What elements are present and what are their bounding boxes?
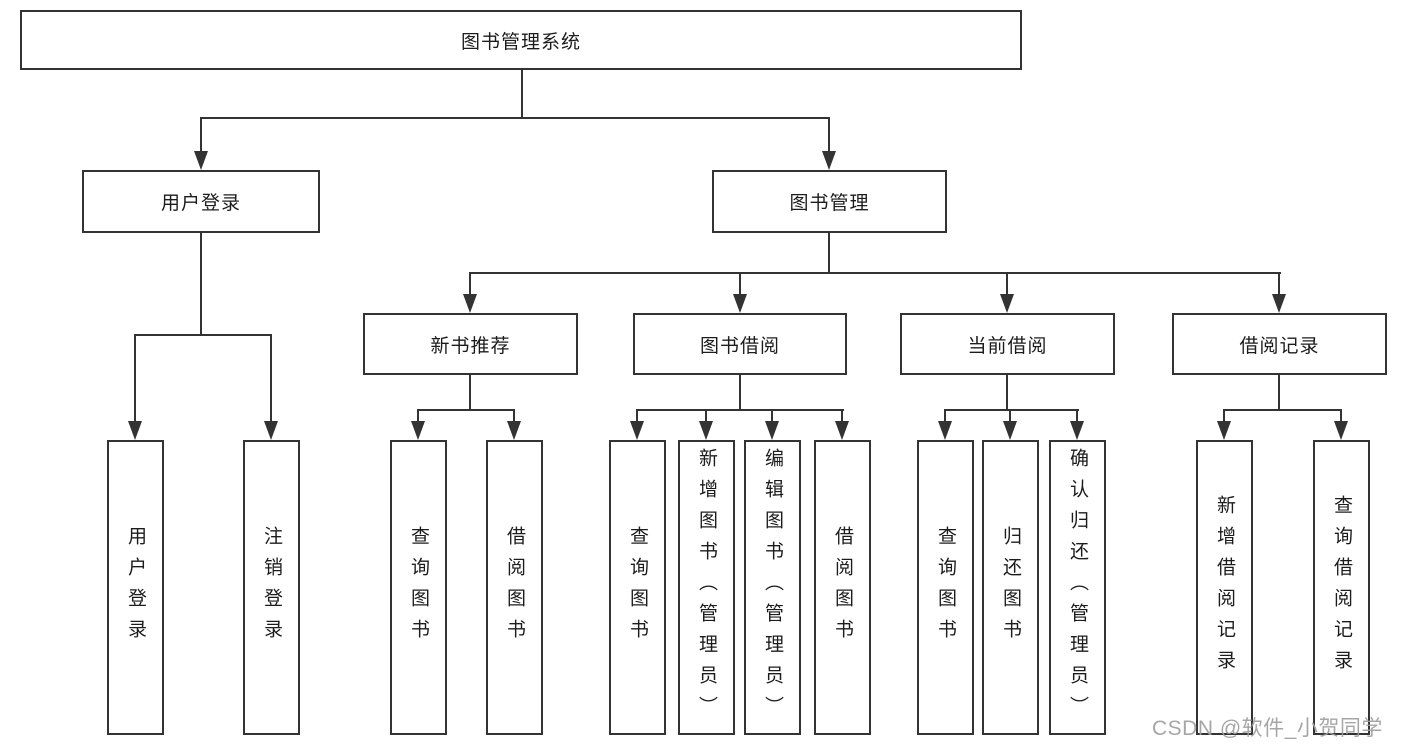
node-label: 借阅记录 [1239, 335, 1320, 357]
leaf-label: 确认归还（管理员） [1067, 448, 1088, 727]
csdn-watermark: CSDN @软件_小贺同学 [1152, 717, 1383, 740]
leaf-add-borrow-record: 新增借阅记录 [1196, 440, 1253, 735]
arrow-down-icon [194, 151, 208, 170]
node-book-management: 图书管理 [712, 170, 947, 233]
connector-line [1278, 272, 1280, 296]
connector-line [828, 117, 830, 153]
node-label: 图书管理系统 [460, 31, 581, 53]
leaf-label: 借阅图书 [504, 525, 525, 650]
arrow-down-icon [765, 421, 779, 440]
connector-line [270, 334, 272, 424]
leaf-label: 归还图书 [1000, 525, 1021, 650]
connector-line [417, 409, 515, 411]
node-book-borrowing: 图书借阅 [633, 313, 847, 375]
connector-line [469, 272, 1281, 274]
connector-line [1076, 409, 1078, 423]
arrow-down-icon [1003, 421, 1017, 440]
connector-line [134, 334, 272, 336]
node-label: 图书借阅 [699, 335, 780, 357]
connector-line [1223, 409, 1342, 411]
node-label: 用户登录 [160, 193, 241, 214]
connector-line [200, 117, 202, 153]
node-label: 新书推荐 [430, 335, 511, 357]
leaf-edit-book-admin: 编辑图书（管理员） [744, 440, 801, 735]
arrow-down-icon [822, 151, 836, 170]
arrow-down-icon [733, 294, 747, 313]
leaf-label: 查询图书 [627, 525, 648, 650]
arrow-down-icon [411, 421, 425, 440]
node-borrowing-records: 借阅记录 [1172, 313, 1387, 375]
arrow-down-icon [835, 421, 849, 440]
leaf-borrowing-query-books: 查询图书 [609, 440, 666, 735]
connector-line [513, 409, 515, 423]
leaf-logout: 注销登录 [243, 440, 300, 735]
node-label: 图书管理 [789, 193, 870, 214]
arrow-down-icon [938, 421, 952, 440]
connector-line [200, 117, 830, 119]
connector-line [828, 231, 830, 274]
connector-line [705, 409, 707, 423]
leaf-label: 查询图书 [935, 525, 956, 650]
connector-line [1009, 409, 1011, 423]
leaf-label: 编辑图书（管理员） [762, 448, 783, 727]
node-root-library-management-system: 图书管理系统 [20, 10, 1022, 70]
leaf-recommend-query-books: 查询图书 [390, 440, 447, 735]
connector-line [1278, 373, 1280, 411]
connector-line [771, 409, 773, 423]
connector-line [1340, 409, 1342, 423]
connector-line [134, 334, 136, 424]
leaf-label: 注销登录 [261, 525, 282, 650]
arrow-down-icon [128, 421, 142, 440]
node-current-borrowing: 当前借阅 [900, 313, 1115, 375]
connector-line [1223, 409, 1225, 423]
connector-line [841, 409, 843, 423]
connector-line [417, 409, 419, 423]
arrow-down-icon [1000, 294, 1014, 313]
arrow-down-icon [507, 421, 521, 440]
connector-line [944, 409, 946, 423]
arrow-down-icon [1334, 421, 1348, 440]
leaf-label: 新增借阅记录 [1214, 494, 1235, 681]
connector-line [1006, 272, 1008, 296]
leaf-user-login: 用户登录 [107, 440, 164, 735]
leaf-label: 用户登录 [125, 525, 146, 650]
connector-line [636, 409, 638, 423]
leaf-label: 借阅图书 [832, 525, 853, 650]
connector-line [469, 272, 471, 296]
connector-line [200, 231, 202, 336]
leaf-query-borrow-record: 查询借阅记录 [1313, 440, 1370, 735]
node-new-book-recommendation: 新书推荐 [363, 313, 578, 375]
arrow-down-icon [463, 294, 477, 313]
connector-line [1006, 373, 1008, 411]
arrow-down-icon [699, 421, 713, 440]
connector-line [739, 272, 741, 296]
connector-line [739, 373, 741, 411]
arrow-down-icon [264, 421, 278, 440]
node-label: 当前借阅 [967, 335, 1048, 357]
arrow-down-icon [1070, 421, 1084, 440]
leaf-current-query-books: 查询图书 [917, 440, 974, 735]
connector-line [944, 409, 1079, 411]
leaf-confirm-return-admin: 确认归还（管理员） [1049, 440, 1106, 735]
node-user-login: 用户登录 [82, 170, 320, 233]
connector-line [636, 409, 844, 411]
connector-line [521, 68, 523, 119]
arrow-down-icon [630, 421, 644, 440]
leaf-recommend-borrow-books: 借阅图书 [486, 440, 543, 735]
leaf-return-books: 归还图书 [982, 440, 1039, 735]
leaf-label: 查询图书 [408, 525, 429, 650]
arrow-down-icon [1272, 294, 1286, 313]
leaf-borrow-books: 借阅图书 [814, 440, 871, 735]
leaf-label: 新增图书（管理员） [696, 448, 717, 727]
connector-line [469, 373, 471, 411]
arrow-down-icon [1217, 421, 1231, 440]
leaf-label: 查询借阅记录 [1331, 494, 1352, 681]
leaf-add-book-admin: 新增图书（管理员） [678, 440, 735, 735]
